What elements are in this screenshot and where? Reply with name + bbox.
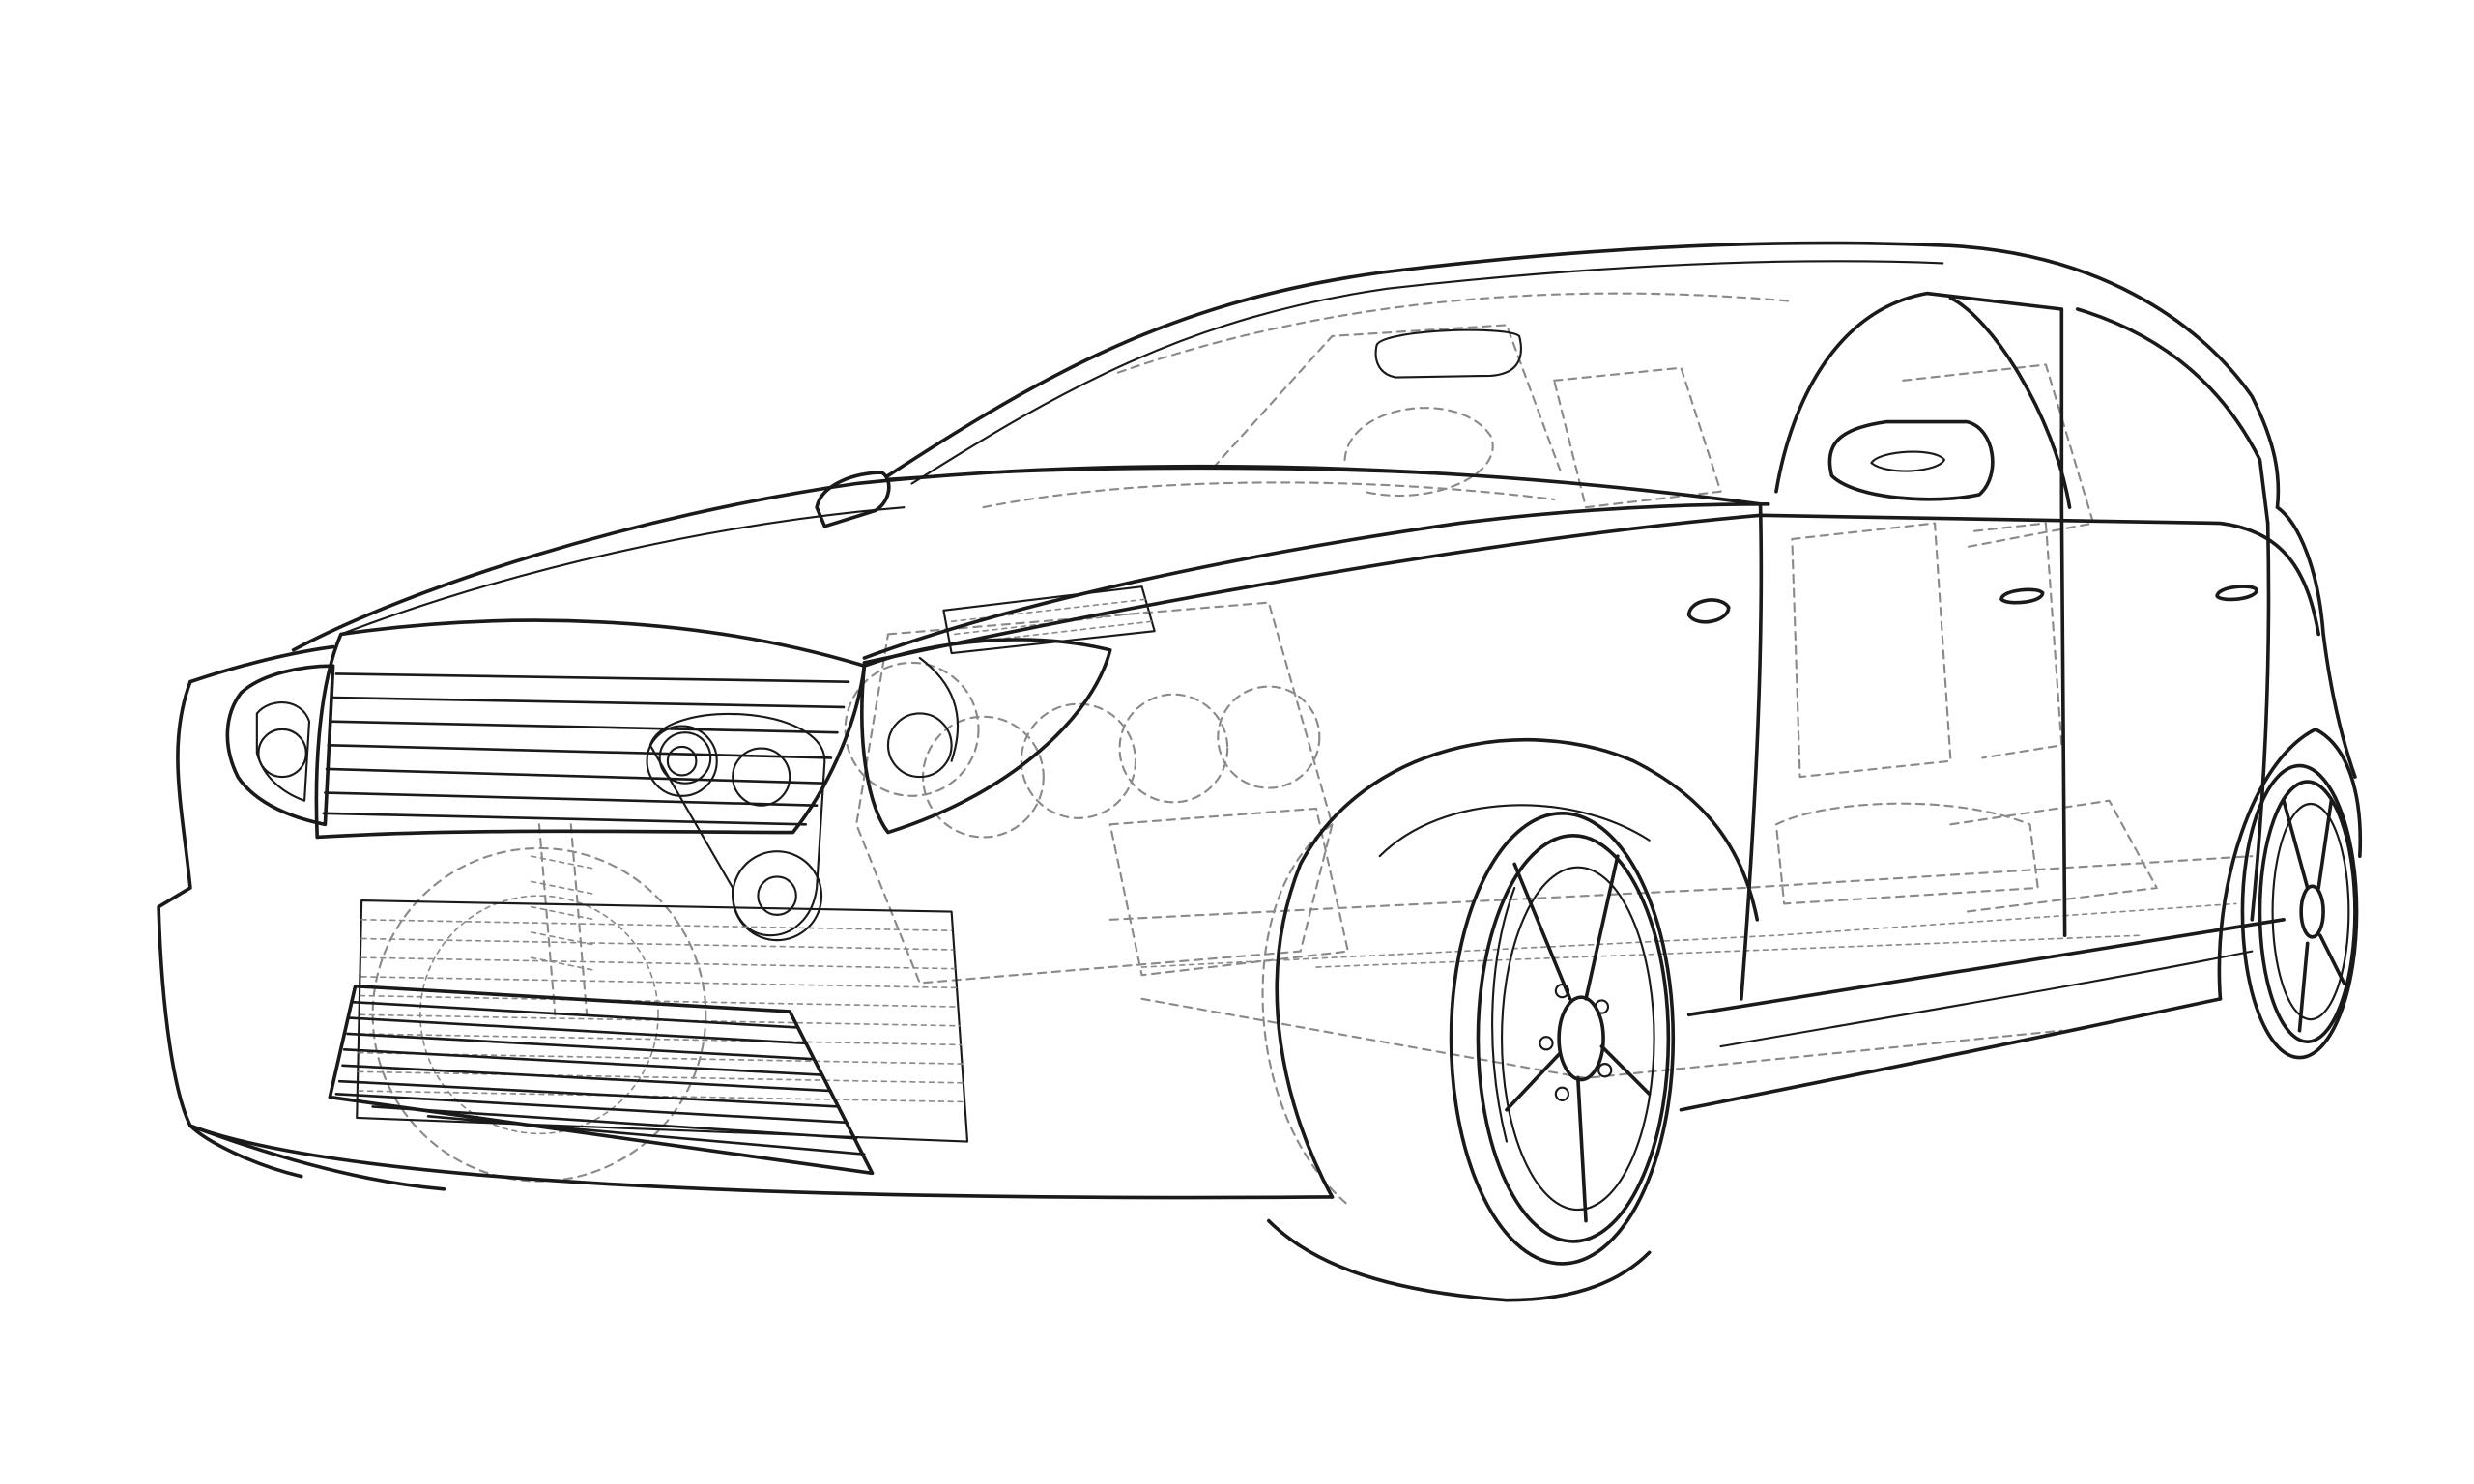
lower-grille-opening <box>328 984 875 1176</box>
rear-rim <box>2271 802 2350 1021</box>
lower-grille-slats <box>334 1000 866 1156</box>
interior-door-panel <box>1791 522 1952 779</box>
rear-tire-sidewall <box>2258 780 2357 1043</box>
door-bottom-edge <box>1686 917 2286 1017</box>
transmission-housing <box>1108 807 1349 977</box>
front-seat-back <box>1553 366 1722 509</box>
front-tire-outer <box>1449 812 1676 1266</box>
engine-cylinder-2 <box>1020 702 1137 819</box>
left-headlight-lens <box>257 728 307 779</box>
seat-cushion <box>1774 802 2039 905</box>
car-body-outline <box>157 241 2363 1302</box>
bumper-lower-edge <box>188 1124 446 1191</box>
front-lug-nut-3 <box>1597 1063 1613 1078</box>
roof-line <box>886 241 2281 509</box>
floor-line-2 <box>1140 902 2237 968</box>
rear-interior-panel <box>1973 522 2063 759</box>
wheel-arch-lip <box>1267 1218 1652 1302</box>
side-body-line <box>1719 950 2254 1048</box>
rocker-panel <box>1679 997 2223 1112</box>
front-tire-sidewall <box>1476 834 1671 1243</box>
front-inner-arch <box>1378 804 1651 858</box>
left-front-wheel-hidden <box>1261 823 1349 1207</box>
front-grille-slats <box>322 672 850 826</box>
front-right-wheel <box>1449 812 1676 1266</box>
left-headlight <box>225 664 335 827</box>
rear-view-mirror <box>1374 328 1522 379</box>
door-side-mirror <box>1827 419 1995 501</box>
seat-cushion-rear <box>1949 799 2158 913</box>
air-filter-housing <box>844 661 980 797</box>
crank-pulley-inner <box>757 875 797 916</box>
coolant-hose <box>918 656 960 762</box>
rear-seat-line <box>1902 363 2095 549</box>
alternator-pulley <box>646 725 718 797</box>
rear-right-wheel <box>2240 763 2359 1060</box>
door-side-mirror-detail <box>1870 450 1945 472</box>
hood-crease <box>339 506 906 636</box>
steering-wheel <box>1343 407 1494 498</box>
drive-shaft <box>1315 934 2143 968</box>
rear-spokes <box>2282 798 2346 1033</box>
front-door-window <box>1774 291 2064 509</box>
radiator-assembly <box>328 899 969 1176</box>
rear-hub <box>2299 884 2325 939</box>
right-headlight <box>860 638 1112 835</box>
rear-door-window <box>2075 307 2270 526</box>
engine-cylinder-1 <box>922 715 1045 839</box>
front-grille-frame <box>314 618 867 840</box>
side-mirror <box>815 471 891 528</box>
hood-top-edge <box>291 464 1763 652</box>
shoulder-line <box>862 513 2320 665</box>
rear-left-wheel-hidden <box>371 846 707 1183</box>
rear-left-wheel-hidden-inner <box>419 895 659 1135</box>
front-lug-nut-5 <box>1539 1036 1554 1051</box>
rear-door-edge <box>2250 521 2271 922</box>
hood-front-edge <box>862 502 1770 660</box>
b-pillar <box>1948 296 2072 509</box>
front-underbody <box>188 1124 303 1179</box>
roof-inner-line <box>1116 292 1794 374</box>
front-fender-line <box>188 644 335 684</box>
suspension-spring <box>530 855 596 972</box>
engine-block <box>855 601 1334 985</box>
front-lug-nut-2 <box>1594 999 1610 1014</box>
front-door-handle <box>1999 587 2045 605</box>
front-door-front-edge <box>1740 502 1764 1001</box>
suspension-strut <box>537 823 589 1016</box>
interior-hidden-lines <box>371 292 2254 1207</box>
rear-door-handle <box>2215 585 2258 602</box>
front-spokes <box>1505 854 1652 1223</box>
front-hub <box>1557 995 1605 1082</box>
radiator-fins <box>358 918 967 1103</box>
radiator-frame <box>356 899 969 1143</box>
front-lug-nut-4 <box>1554 1086 1570 1101</box>
rear-quarter <box>2275 505 2357 779</box>
engine-cylinder-4 <box>1217 685 1321 789</box>
front-wheel-arch <box>1275 737 1760 1199</box>
rear-wheel-arch <box>2217 728 2363 1001</box>
engine-cylinder-3 <box>1118 693 1229 804</box>
water-pump-pulley <box>732 747 791 807</box>
grille-emblem <box>658 731 712 785</box>
roof-line-inner <box>910 260 1944 485</box>
left-headlight-inner <box>255 700 311 802</box>
dashboard-line <box>982 481 1556 509</box>
fuel-door <box>1686 598 1731 624</box>
floor-line <box>1108 855 2254 921</box>
front-bumper <box>157 679 1335 1200</box>
front-brake-disc <box>1491 886 1516 1143</box>
right-headlight-lens <box>886 712 953 779</box>
windshield-inner-frame <box>1212 324 1564 477</box>
alternator-pulley-inner <box>666 745 698 777</box>
front-door-rear-edge <box>2059 505 2067 938</box>
front-rim <box>1500 866 1655 1212</box>
